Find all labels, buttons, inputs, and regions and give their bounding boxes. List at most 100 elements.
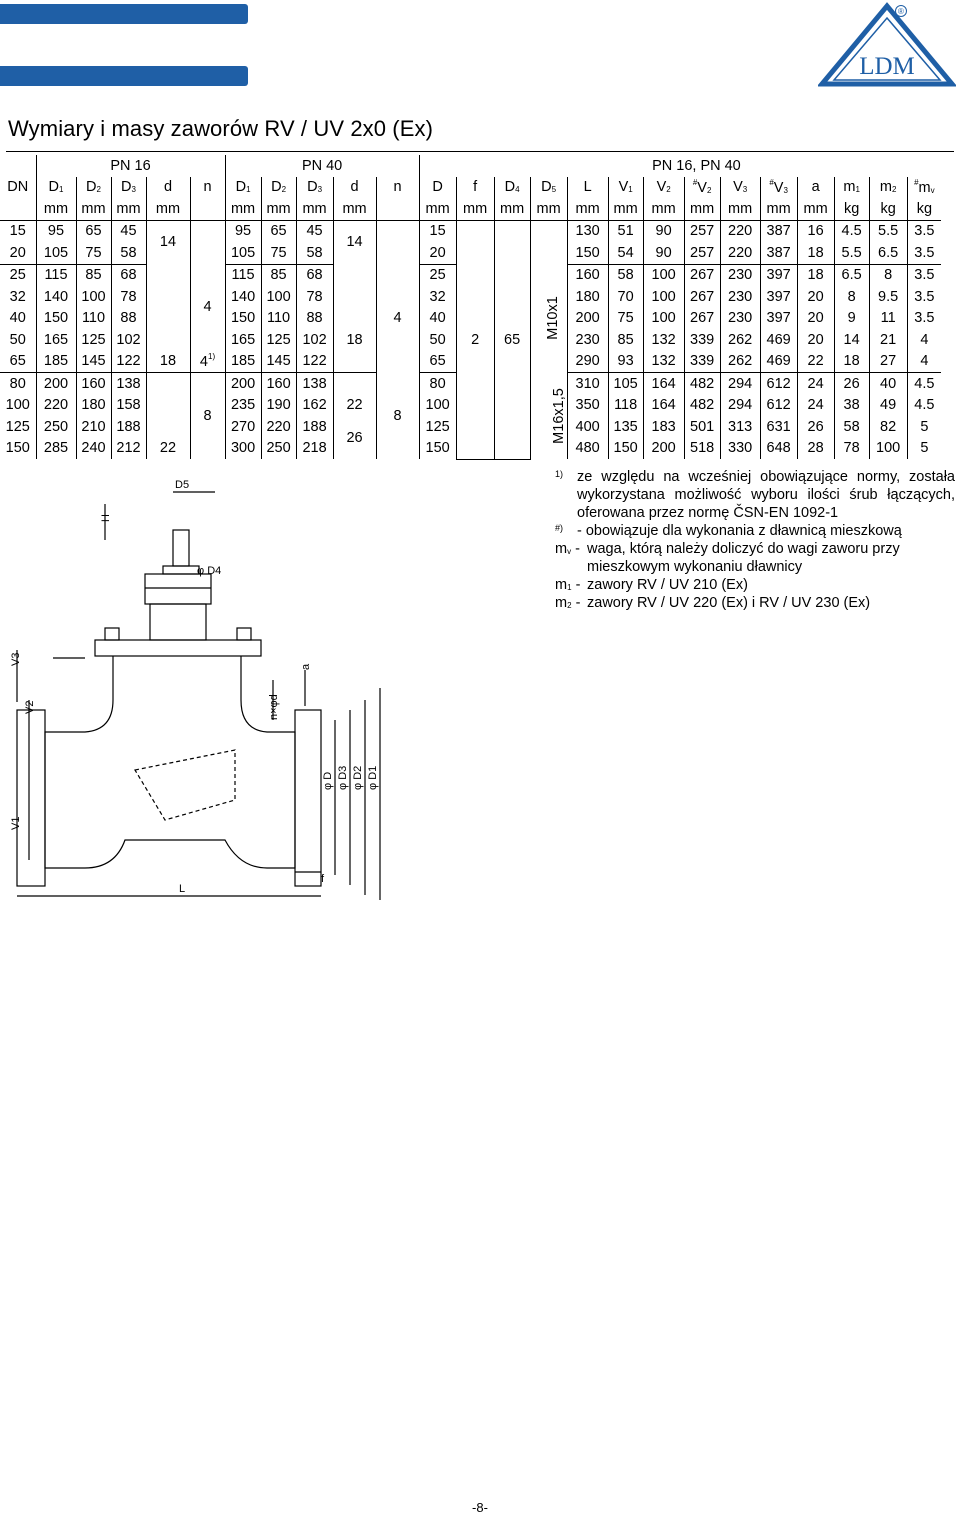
table-cell: 612 — [760, 372, 798, 395]
hdr-v3-hash: #V3 — [760, 176, 798, 198]
table-cell: 130 — [567, 220, 609, 242]
hdr-d-pn40: d — [333, 176, 377, 198]
table-cell: 9.5 — [869, 286, 908, 308]
table-cell: 18 — [834, 350, 870, 373]
hdr-d3: D3 — [111, 176, 147, 198]
cell-dn: 100 — [0, 394, 37, 416]
label-phi-d1: φ D1 — [367, 766, 379, 790]
table-cell: 257 — [684, 220, 721, 242]
cell-D: 40 — [419, 307, 457, 329]
table-cell: 45 — [111, 220, 147, 242]
cell-dn: 125 — [0, 416, 37, 438]
label-h: H — [100, 514, 112, 522]
table-cell: 313 — [720, 416, 761, 438]
header-bar-bottom — [0, 66, 248, 86]
table-cell: 230 — [720, 264, 761, 286]
notes: 1) ze względu na wcześniej obowiązujące … — [555, 468, 955, 612]
table-cell: 250 — [261, 437, 297, 459]
table-cell: 150 — [608, 437, 644, 459]
table-cell: 115 — [225, 264, 262, 286]
table-cell: 100 — [643, 286, 685, 308]
table-cell: 482 — [684, 372, 721, 395]
table-cell: 339 — [684, 350, 721, 373]
hdr-n-pn40: n — [376, 176, 420, 198]
table-cell: 150 — [225, 307, 262, 329]
table-cell: 188 — [296, 416, 334, 438]
table-cell: 8 — [869, 264, 908, 286]
cell-d16: 22 — [146, 437, 191, 459]
page-title: Wymiary i masy zaworów RV / UV 2x0 (Ex) — [8, 116, 434, 141]
table-cell — [456, 220, 495, 329]
table-cell: 200 — [643, 437, 685, 459]
unit-cell: mm — [684, 198, 721, 221]
hdr-m1: m1 — [834, 176, 870, 198]
hdr-D: D — [419, 176, 457, 198]
table-cell: 40 — [869, 372, 908, 395]
hdr-d2-pn40: D2 — [261, 176, 297, 198]
unit-cell: mm — [146, 198, 191, 221]
table-cell: 230 — [567, 329, 609, 351]
table-cell: 290 — [567, 350, 609, 373]
table-cell: 400 — [567, 416, 609, 438]
table-cell: 220 — [261, 416, 297, 438]
cell-D: 20 — [419, 242, 457, 265]
header-bar-top — [0, 4, 248, 24]
table-cell: 14 — [834, 329, 870, 351]
cell-d16: 14 — [146, 220, 191, 264]
cell-d40: 22 — [333, 394, 377, 416]
note-mv: mv - waga, którą należy doliczyć do wagi… — [555, 540, 955, 576]
label-a: a — [300, 663, 312, 670]
unit-cell: mm — [296, 198, 334, 221]
note-mv-mark: mv - — [555, 541, 580, 557]
unit-cell: mm — [530, 198, 568, 221]
table-cell: 18 — [797, 264, 835, 286]
cell-dn: 50 — [0, 329, 37, 351]
table-cell: 4 — [920, 331, 929, 348]
unit-cell: kg — [869, 198, 908, 221]
table-cell: 100 — [643, 307, 685, 329]
table-cell: 125 — [261, 329, 297, 351]
note-m1-mark: m1 - — [555, 577, 581, 593]
table-cell: 330 — [720, 437, 761, 459]
cell-n16: 8 — [190, 372, 226, 459]
hdr-v2: V2 — [643, 176, 685, 198]
unit-cell: mm — [760, 198, 798, 221]
note-m2: m2 - zawory RV / UV 220 (Ex) i RV / UV 2… — [555, 594, 955, 612]
table-cell: 3.5 — [907, 242, 942, 265]
table-cell: 102 — [296, 329, 334, 351]
table-cell: 3.5 — [914, 223, 935, 240]
table-cell: 110 — [76, 307, 112, 329]
table-cell: 212 — [111, 437, 147, 459]
table-cell: 162 — [296, 394, 334, 416]
note-hash-mark: #) — [555, 523, 564, 533]
label-f: f — [321, 873, 325, 885]
label-phi-d2: φ D2 — [352, 766, 364, 790]
hdr-mv: #mv — [914, 178, 935, 197]
table-cell: 397 — [760, 307, 798, 329]
table-cell: 6.5 — [869, 242, 908, 265]
unit-cell: mm — [720, 198, 761, 221]
table-cell: 397 — [760, 286, 798, 308]
table-cell: 138 — [111, 372, 147, 395]
table-cell: 250 — [36, 416, 77, 438]
table-cell: 82 — [869, 416, 908, 438]
table-cell: 54 — [608, 242, 644, 265]
unit-cell: mm — [225, 198, 262, 221]
table-cell: 95 — [225, 220, 262, 242]
hdr-m2: m2 — [869, 176, 908, 198]
cell-D: 65 — [419, 350, 457, 373]
unit-cell: kg — [834, 198, 870, 221]
table-cell: 257 — [684, 242, 721, 265]
table-cell: 75 — [261, 242, 297, 265]
hdr-v3: V3 — [720, 176, 761, 198]
table-cell: 100 — [76, 286, 112, 308]
valve-drawing: D5 H φ D4 V3 V2 V1 a n×φd φ D φ D3 φ D2 … — [10, 479, 381, 900]
